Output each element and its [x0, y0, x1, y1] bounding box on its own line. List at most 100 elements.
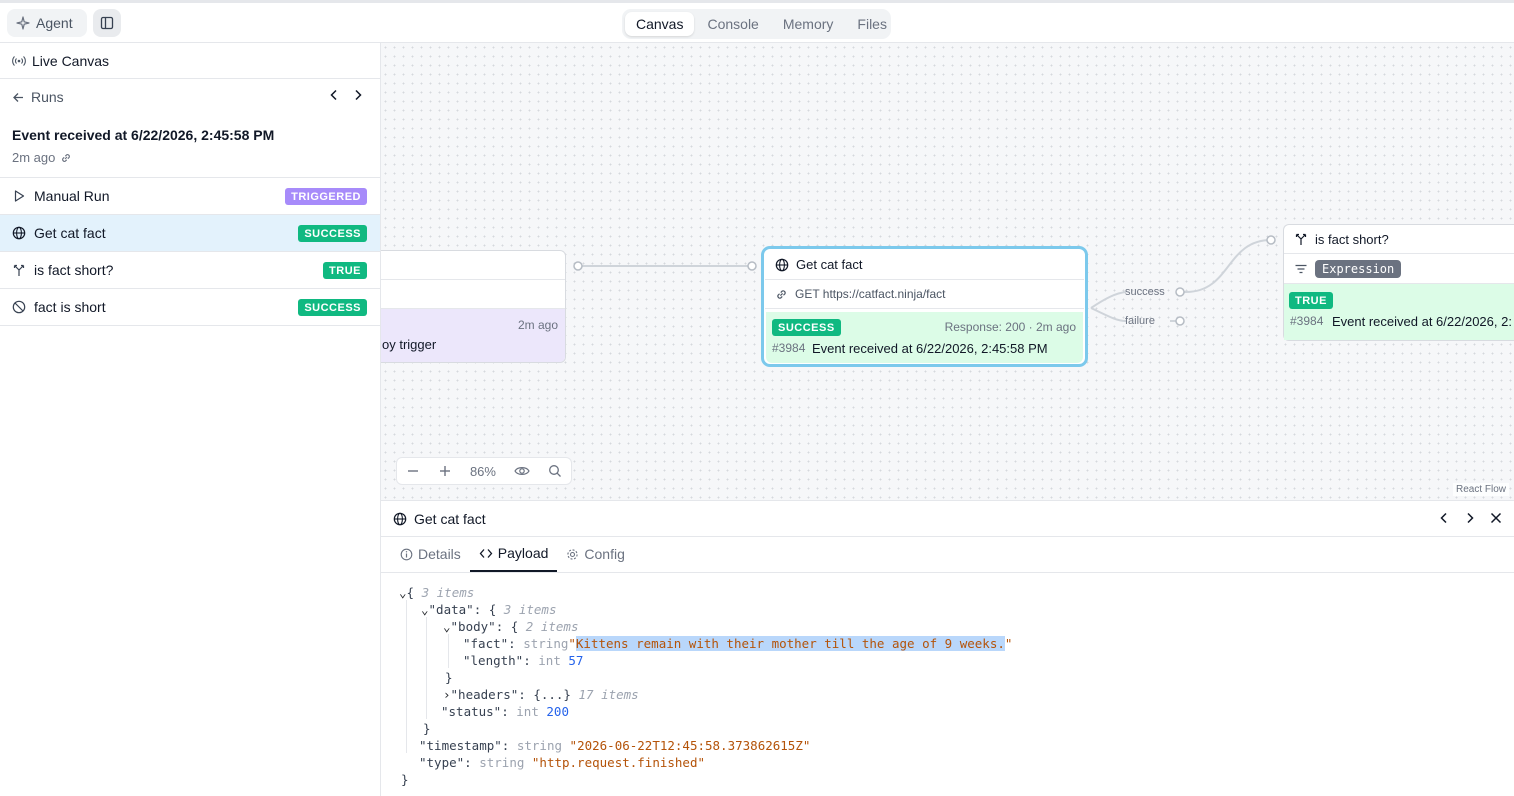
code-icon	[479, 548, 493, 558]
filter-icon	[1295, 264, 1307, 273]
json-type-line: "type": string "http.request.finished"	[419, 755, 705, 770]
json-key: "body"	[450, 619, 496, 634]
fact-value[interactable]: Kittens remain with their mother till th…	[575, 636, 1005, 651]
json-key: "headers"	[450, 687, 519, 702]
json-type: int	[516, 704, 539, 719]
item-count: 3 items	[421, 585, 475, 600]
react-flow-attribution[interactable]: React Flow	[1452, 483, 1509, 496]
json-root-close: }	[401, 772, 409, 787]
info-icon	[400, 548, 413, 560]
runs-back-link[interactable]: Runs	[31, 89, 64, 105]
event-id: #3984	[772, 341, 806, 355]
json-data-line[interactable]: ⌄"data": { 3 items	[421, 602, 557, 617]
item-count: 2 items	[525, 619, 579, 634]
tab-console[interactable]: Console	[707, 16, 759, 32]
edge-label-success: success	[1125, 286, 1165, 298]
event-meta: 2m ago	[0, 143, 380, 178]
agent-button[interactable]: Agent	[7, 9, 87, 37]
broadcast-icon	[12, 55, 26, 66]
top-bar: Agent Canvas Console Memory Files	[0, 0, 1514, 43]
step-is-fact-short[interactable]: is fact short? TRUE	[0, 252, 380, 289]
step-label: Get cat fact	[34, 225, 106, 241]
trigger-node[interactable]: 2m ago oy trigger	[381, 250, 566, 363]
sidebar-icon	[100, 16, 114, 30]
tab-label: Payload	[497, 545, 549, 561]
status-badge: TRUE	[323, 262, 367, 279]
toggle-sidebar-button[interactable]	[93, 9, 121, 37]
json-key: "status"	[441, 704, 502, 719]
json-root-line[interactable]: ⌄{ 3 items	[399, 585, 475, 600]
zoom-in-icon[interactable]	[438, 464, 452, 478]
step-label: is fact short?	[34, 262, 114, 278]
json-data-close: }	[423, 721, 431, 736]
step-label: Manual Run	[34, 188, 110, 204]
node-header: is fact short?	[1284, 225, 1514, 254]
status-badge: SUCCESS	[298, 225, 367, 242]
collapse-caret[interactable]: ⌄	[421, 602, 429, 617]
status-badge: TRIGGERED	[285, 188, 367, 205]
branch-icon	[1295, 233, 1307, 245]
event-time: 2m ago	[12, 150, 56, 165]
json-key: "fact"	[463, 636, 509, 651]
tab-canvas[interactable]: Canvas	[625, 12, 695, 36]
tab-details[interactable]: Details	[391, 536, 470, 572]
status-value: 200	[546, 704, 569, 719]
close-icon[interactable]	[1488, 510, 1504, 526]
json-headers-line[interactable]: ›"headers": {...} 17 items	[443, 687, 639, 702]
expand-caret[interactable]: ›	[443, 687, 451, 702]
sparkle-icon	[16, 16, 30, 30]
arrow-left-icon[interactable]	[12, 91, 25, 104]
get-cat-fact-node[interactable]: Get cat fact GET https://catfact.ninja/f…	[761, 246, 1088, 367]
status-badge: SUCCESS	[298, 299, 367, 316]
detail-header: Get cat fact	[381, 501, 1514, 537]
search-icon[interactable]	[548, 464, 562, 478]
tab-memory[interactable]: Memory	[782, 16, 834, 32]
node-title: is fact short?	[1315, 231, 1389, 247]
tab-config[interactable]: Config	[557, 536, 633, 572]
type-value: "http.request.finished"	[531, 755, 705, 770]
step-label: fact is short	[34, 299, 106, 315]
collapsed-object[interactable]: {...}	[533, 687, 571, 702]
node-result: TRUE #3984 Event received at 6/22/2026, …	[1284, 284, 1514, 340]
no-entry-icon	[12, 300, 26, 314]
zoom-controls: 86%	[396, 457, 572, 485]
collapse-caret[interactable]: ⌄	[443, 619, 451, 634]
zoom-level[interactable]: 86%	[469, 463, 496, 479]
detail-tabs: Details Payload Config	[381, 537, 1514, 573]
collapse-caret[interactable]: ⌄	[399, 585, 407, 600]
link-icon[interactable]	[60, 152, 72, 164]
chevron-right-icon[interactable]	[350, 87, 366, 103]
json-timestamp-line: "timestamp": string "2026-06-22T12:45:58…	[419, 738, 811, 753]
expression-chip: Expression	[1315, 259, 1402, 278]
chevron-left-icon[interactable]	[326, 87, 342, 103]
length-value: 57	[568, 653, 584, 668]
tab-payload[interactable]: Payload	[469, 536, 558, 572]
tab-files[interactable]: Files	[857, 16, 887, 32]
chevron-left-icon[interactable]	[1436, 510, 1452, 526]
json-key: "type"	[419, 755, 465, 770]
step-manual-run[interactable]: Manual Run TRIGGERED	[0, 178, 380, 215]
flow-canvas[interactable]: success failure 2m ago oy trigger Get ca…	[381, 43, 1514, 501]
tab-label: Details	[418, 546, 461, 562]
status-badge: TRUE	[1289, 292, 1333, 309]
status-badge: SUCCESS	[772, 319, 841, 336]
event-text: Event received at 6/22/2026, 2:	[1332, 314, 1512, 329]
gear-icon	[567, 548, 579, 560]
event-text: Event received at 6/22/2026, 2:45:58 PM	[812, 341, 1048, 356]
is-fact-short-node[interactable]: is fact short? Expression TRUE #3984 Eve…	[1283, 224, 1514, 341]
trigger-time: 2m ago	[517, 318, 558, 332]
json-body-close: }	[445, 670, 453, 685]
tab-label: Config	[584, 546, 625, 562]
step-fact-is-short[interactable]: fact is short SUCCESS	[0, 289, 380, 326]
json-key: "timestamp"	[419, 738, 502, 753]
step-get-cat-fact[interactable]: Get cat fact SUCCESS	[0, 215, 380, 252]
event-title: Event received at 6/22/2026, 2:45:58 PM	[12, 127, 275, 143]
item-count: 3 items	[503, 602, 557, 617]
chevron-right-icon[interactable]	[1462, 510, 1478, 526]
detail-title: Get cat fact	[414, 510, 486, 527]
json-body-line[interactable]: ⌄"body": { 2 items	[443, 619, 579, 634]
zoom-out-icon[interactable]	[406, 464, 420, 478]
timestamp-value: "2026-06-22T12:45:58.373862615Z"	[569, 738, 811, 753]
json-type: int	[538, 653, 561, 668]
eye-icon[interactable]	[514, 464, 530, 478]
